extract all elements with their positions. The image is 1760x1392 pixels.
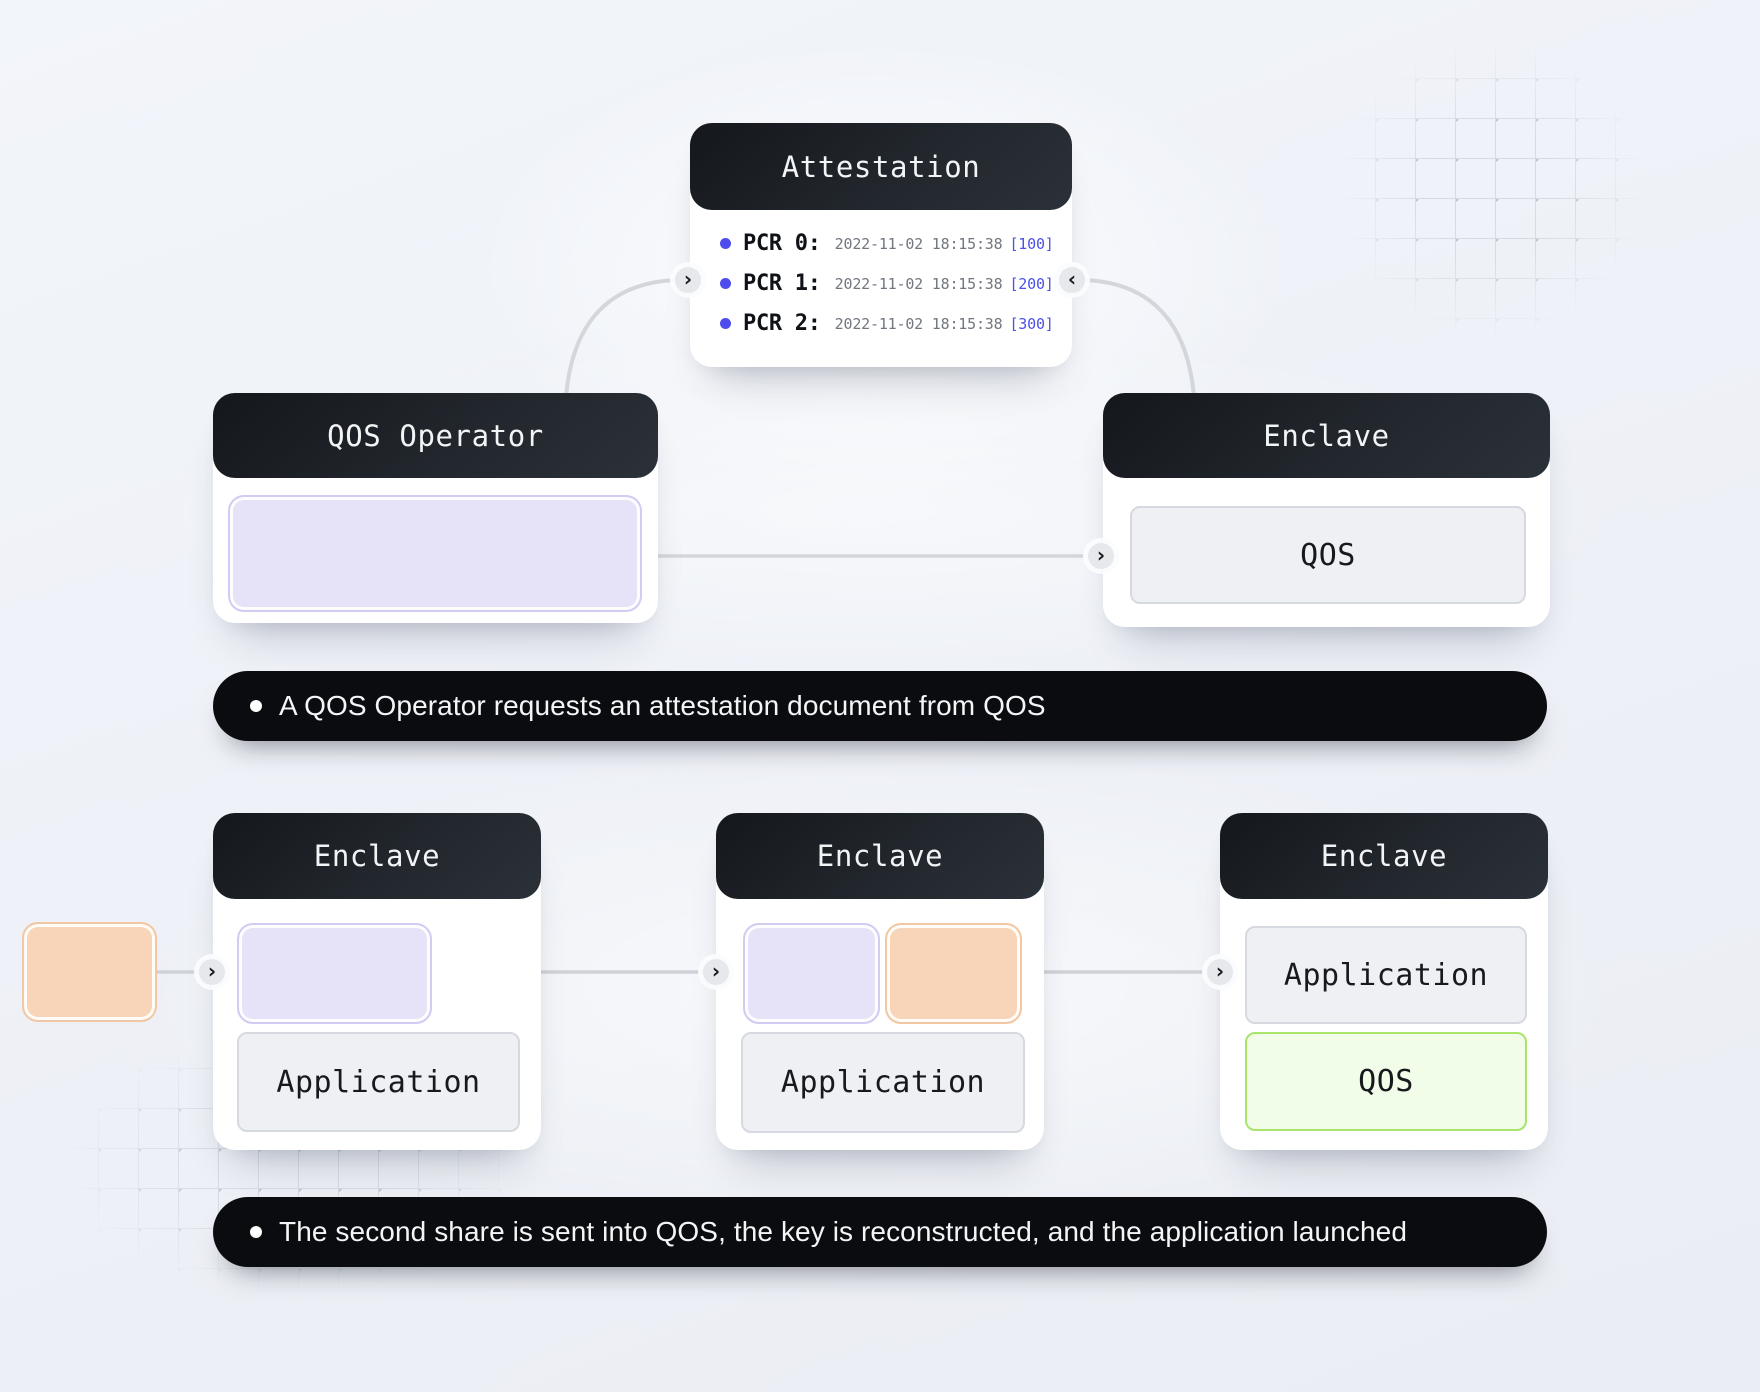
chevron-right-icon: › [207,959,217,983]
curve-qos-operator-to-attestation [564,278,678,399]
step-bar-1: A QOS Operator requests an attestation d… [213,671,1547,741]
curve-attestation-to-enclave [1083,278,1196,399]
chevron-right-icon: › [683,267,693,291]
key-share-chip-peach [885,923,1022,1024]
enclave-top-card: Enclave QOS [1103,393,1550,627]
pcr-label: PCR 0: [743,231,821,256]
attestation-card-header: Attestation [690,123,1072,210]
pcr-timestamp: 2022-11-02 18:15:38 [834,314,1003,333]
pcr-value: [300] [1009,314,1054,333]
enclave-mid-title: Enclave [816,839,944,873]
application-module-box: Application [741,1032,1025,1133]
step-bullet-icon [250,700,262,712]
node-circle-enclave-right: › [1207,959,1233,985]
node-circle-attestation-left: › [675,267,701,293]
application-module-label: Application [1283,957,1489,993]
step-bar-2: The second share is sent into QOS, the k… [213,1197,1547,1267]
qos-operator-card: QOS Operator [213,393,658,623]
node-circle-enclave-top: › [1088,543,1114,569]
application-module-box: Application [1245,926,1527,1024]
key-share-slot-lavender [743,923,880,1024]
enclave-right-title: Enclave [1320,839,1448,873]
key-share-slot-lavender [228,495,642,612]
pcr-row: PCR 2: 2022-11-02 18:15:38 [300] [720,311,1060,336]
qos-module-label: QOS [1358,1064,1414,1099]
enclave-right-card-header: Enclave [1220,813,1548,899]
pcr-label: PCR 2: [743,311,821,336]
key-share-chip-peach-floating [22,922,157,1022]
qos-operator-title: QOS Operator [327,418,544,453]
application-module-label: Application [780,1065,986,1100]
application-module-box: Application [237,1032,520,1132]
node-circle-attestation-right: ‹ [1059,267,1085,293]
node-circle-enclave-mid: › [703,959,729,985]
chevron-left-icon: ‹ [1067,267,1077,291]
enclave-left-card: Enclave Application [213,813,541,1150]
pcr-dot-icon [720,238,731,249]
pcr-label: PCR 1: [743,271,821,296]
enclave-right-card: Enclave Application QOS [1220,813,1548,1150]
enclave-mid-card: Enclave Application [716,813,1044,1150]
step-2-text: The second share is sent into QOS, the k… [279,1216,1407,1247]
pcr-row: PCR 1: 2022-11-02 18:15:38 [200] [720,271,1060,296]
qos-module-box: QOS [1130,506,1526,604]
enclave-top-title: Enclave [1263,418,1390,453]
node-circle-enclave-left: › [199,959,225,985]
enclave-top-card-header: Enclave [1103,393,1550,478]
pcr-value: [100] [1009,234,1054,253]
pcr-timestamp: 2022-11-02 18:15:38 [834,274,1003,293]
pcr-dot-icon [720,318,731,329]
enclave-mid-card-header: Enclave [716,813,1044,899]
enclave-left-title: Enclave [313,839,441,873]
pcr-value: [200] [1009,274,1054,293]
key-share-slot-lavender [237,923,432,1024]
attestation-title: Attestation [781,149,981,184]
attestation-card: Attestation PCR 0: 2022-11-02 18:15:38 [… [690,123,1072,367]
qos-operator-card-header: QOS Operator [213,393,658,478]
step-1-text: A QOS Operator requests an attestation d… [279,690,1046,721]
application-module-label: Application [276,1064,481,1100]
pcr-row: PCR 0: 2022-11-02 18:15:38 [100] [720,231,1060,256]
pcr-timestamp: 2022-11-02 18:15:38 [834,234,1003,253]
qos-module-label: QOS [1300,537,1356,573]
pcr-dot-icon [720,278,731,289]
chevron-right-icon: › [1215,959,1225,983]
qos-module-box-green: QOS [1245,1032,1527,1131]
chevron-right-icon: › [711,959,721,983]
enclave-left-card-header: Enclave [213,813,541,899]
pcr-list: PCR 0: 2022-11-02 18:15:38 [100] PCR 1: … [720,210,1060,357]
chevron-right-icon: › [1096,543,1106,567]
step-bullet-icon [250,1226,262,1238]
